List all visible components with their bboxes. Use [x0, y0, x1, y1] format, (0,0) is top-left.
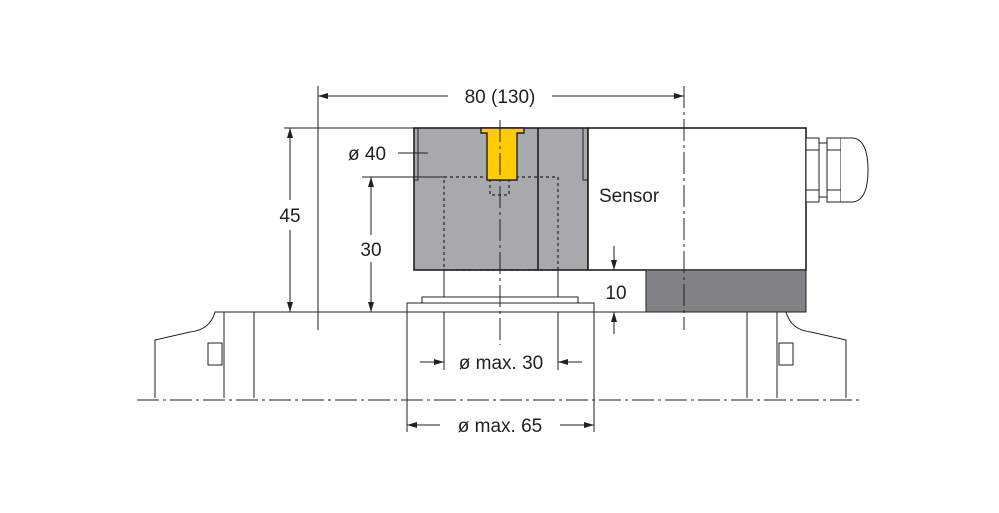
dimension-diameter-40: ø 40	[348, 144, 428, 165]
dimension-dia-max-30: ø max. 30	[420, 312, 582, 374]
width-label: 80 (130)	[465, 87, 536, 108]
diameter-40-label: ø 40	[348, 144, 386, 165]
height-45-label: 45	[279, 206, 300, 227]
gap-10-label: 10	[605, 283, 626, 304]
dia-max-30-label: ø max. 30	[459, 353, 543, 374]
dimension-width: 80 (130)	[318, 87, 684, 108]
sensor-body	[587, 127, 807, 271]
dimension-gap-10: 10	[594, 246, 646, 334]
dimension-dia-max-65: ø max. 65	[406, 312, 595, 437]
dia-max-65-label: ø max. 65	[458, 416, 542, 437]
dimension-height-45: 45	[279, 127, 414, 312]
dimension-height-30: 30	[360, 176, 444, 312]
sensor-face	[645, 269, 807, 313]
cable-gland	[805, 137, 869, 203]
sensor-label: Sensor	[599, 186, 660, 207]
height-30-label: 30	[360, 240, 381, 261]
bolt	[480, 127, 525, 181]
